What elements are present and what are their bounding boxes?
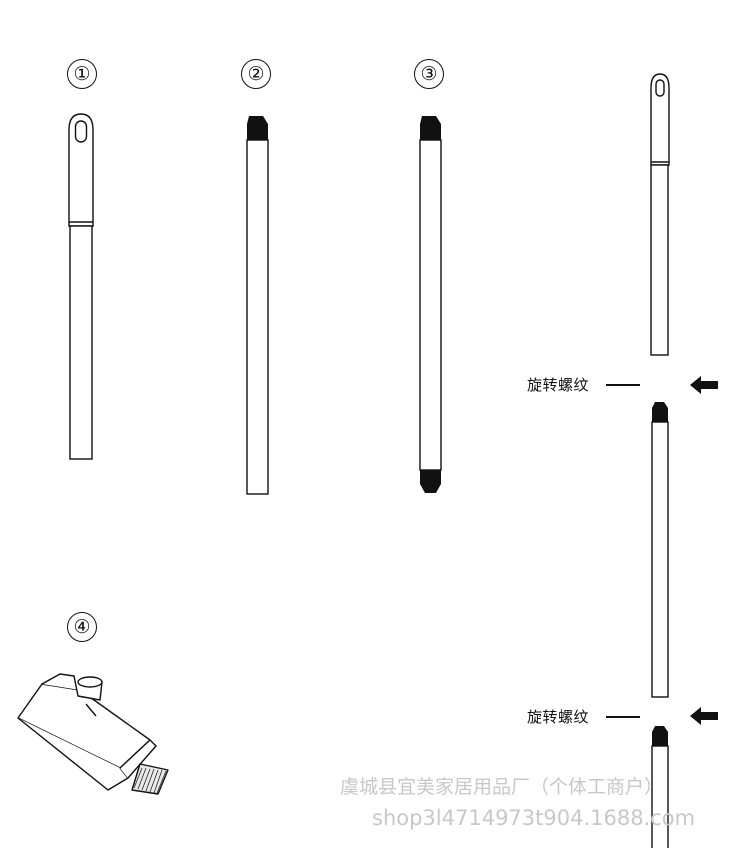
thread-label-upper: 旋转螺纹 — [527, 376, 590, 394]
step-number-3: ③ — [414, 59, 444, 89]
step-number-1: ① — [67, 59, 97, 89]
thread-label-lower: 旋转螺纹 — [527, 708, 590, 726]
broom-head — [17, 673, 169, 795]
watermark-company: 虞城县宜美家居用品厂（个体工商户） — [340, 776, 664, 798]
pole-part-2 — [246, 116, 269, 495]
assembled-middle-pole — [651, 402, 669, 698]
watermark-url: shop3l4714973t904.1688.com — [372, 806, 696, 830]
step-number-4: ④ — [67, 612, 97, 642]
arrow-left-icon — [690, 707, 718, 725]
assembled-bottom-pole — [651, 726, 669, 848]
step-number-2: ② — [241, 59, 271, 89]
arrow-left-icon — [690, 376, 718, 394]
thread-leader-line-upper — [606, 384, 640, 386]
pole-part-1 — [68, 113, 94, 460]
assembled-top-pole — [650, 73, 670, 356]
pole-part-3 — [419, 116, 442, 493]
thread-leader-line-lower — [606, 716, 640, 718]
